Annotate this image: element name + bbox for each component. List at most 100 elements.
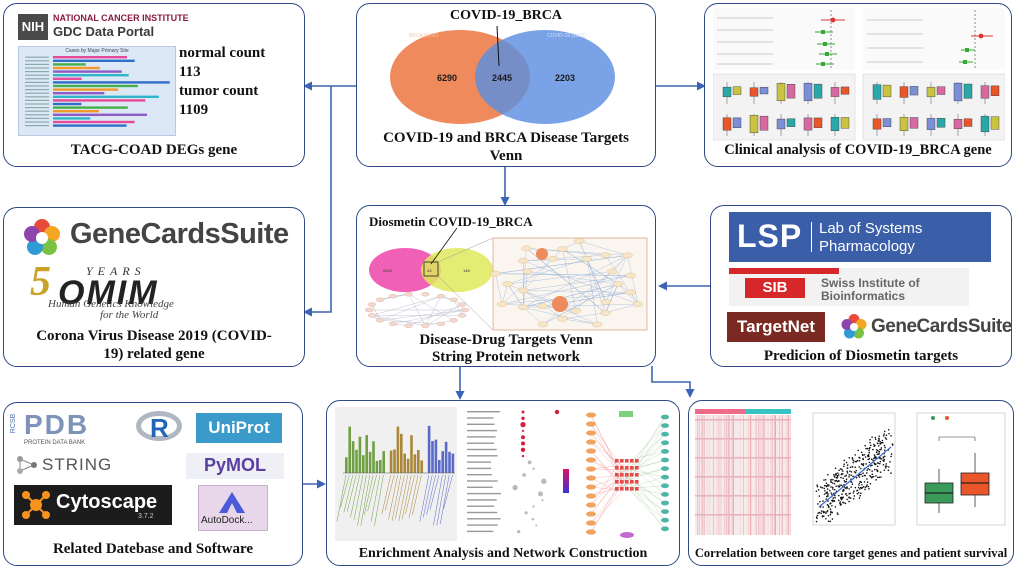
scatter-point [853,495,856,497]
ct-target-node [620,473,624,477]
forest-plot-left [713,8,855,70]
string-logo: STRING [16,453,136,477]
small-network-edge [371,295,442,316]
scatter-point [816,484,819,486]
ct-edge [628,468,666,480]
scatter-point [878,462,881,465]
scatter-point [869,465,872,467]
omim-logo: OMIM [58,274,159,312]
scatter-point [815,520,818,523]
gdc-bar [53,92,105,95]
ppi-edge [523,283,619,308]
go-barplot [335,407,457,541]
scatter-point [878,435,881,437]
scatter-point [829,502,831,505]
small-network-node [367,313,377,318]
scatter-point [860,492,862,495]
dotplot-term-label [467,499,497,501]
scatter-point [884,436,887,439]
ppi-node [592,321,603,328]
scatter-point [869,474,871,477]
scatter-point [875,475,877,477]
clinical-box [776,83,786,101]
clinical-box [882,84,892,98]
ct-pathway-node [661,492,669,497]
ppi-node [600,310,611,316]
scatter-point [874,436,877,439]
scatter-point [882,435,885,437]
ppi-edge [542,271,613,325]
scatter-point [869,446,871,449]
caption-diosmetin-line2: String Protein network [431,349,581,365]
scatter-point [826,503,829,506]
gdc-chart-thumbnail: Cases by Major Primary Site [18,46,176,136]
expression-heatmap [695,409,791,535]
scatter-point [852,475,854,478]
dotplot-point [521,416,525,421]
gdc-bar [53,56,127,59]
gdc-bar [53,70,122,73]
ct-target-node [615,473,619,477]
nih-logo: NIH [18,14,48,40]
ct-target-node [625,473,629,477]
heatmap-row [695,457,791,459]
ppi-node [547,256,559,262]
panel-software: RCSB PDB PROTEIN DATA BANK R UniProt STR… [3,402,303,566]
ppi-node [502,281,513,287]
scatter-point [837,472,839,474]
ct-edge [590,432,619,467]
go-bar-label [419,474,430,522]
ct-target-node [620,480,624,484]
scatter-point [828,489,831,492]
scatter-point [850,471,853,473]
dios-ppi-network [490,238,644,328]
gdc-bar-label [25,85,49,87]
scatter-point [883,455,886,458]
scatter-point [837,494,840,497]
go-bar [396,426,400,473]
caption-genecards-line2: 19) related gene [103,346,205,362]
scatter-point [848,457,851,459]
nih-gdc-logo: NIH NATIONAL CANCER INSTITUTE GDC Data P… [18,12,198,46]
scatter-point [865,447,867,450]
scatter-point [890,455,892,458]
dotplot-point [520,447,526,452]
scatter-point [858,484,860,486]
small-network-edge [392,309,466,325]
scatter-point [833,482,836,485]
scatter-point [834,506,837,508]
scatter-point [833,473,835,476]
scatter-point [872,448,874,451]
ct-target-node [625,459,629,463]
heatmap-row [695,438,791,440]
clinical-box [963,83,973,99]
go-bar-label [412,474,422,515]
ct-target-node [625,480,629,484]
scatter-point [825,512,827,514]
ppi-edge [523,258,554,291]
scatter-point [865,485,868,488]
ppi-edge [562,255,628,319]
ppi-edge [523,275,631,291]
go-bar-label [395,474,405,519]
small-network-edge [408,294,454,321]
scatter-point [876,453,879,456]
clinical-box [980,85,990,99]
scatter-point [835,479,838,482]
ct-disease-node [586,412,596,418]
go-bar-label [429,474,440,510]
scatter-point [830,510,832,513]
ppi-node [625,289,636,296]
venn-value-left: 6290 [437,73,457,83]
ct-pathway-node [661,500,669,506]
scatter-point [876,476,879,479]
dotplot-term-label [467,423,495,425]
boxplot-grid-left [713,73,856,141]
scatter-point [815,516,818,518]
dotplot-term-label [467,511,498,514]
go-bar [434,439,438,473]
ppi-edge [523,307,598,325]
scatter-point [825,492,827,494]
panel-prediction: LSP Lab of Systems Pharmacology SIB Swis… [710,205,1012,367]
